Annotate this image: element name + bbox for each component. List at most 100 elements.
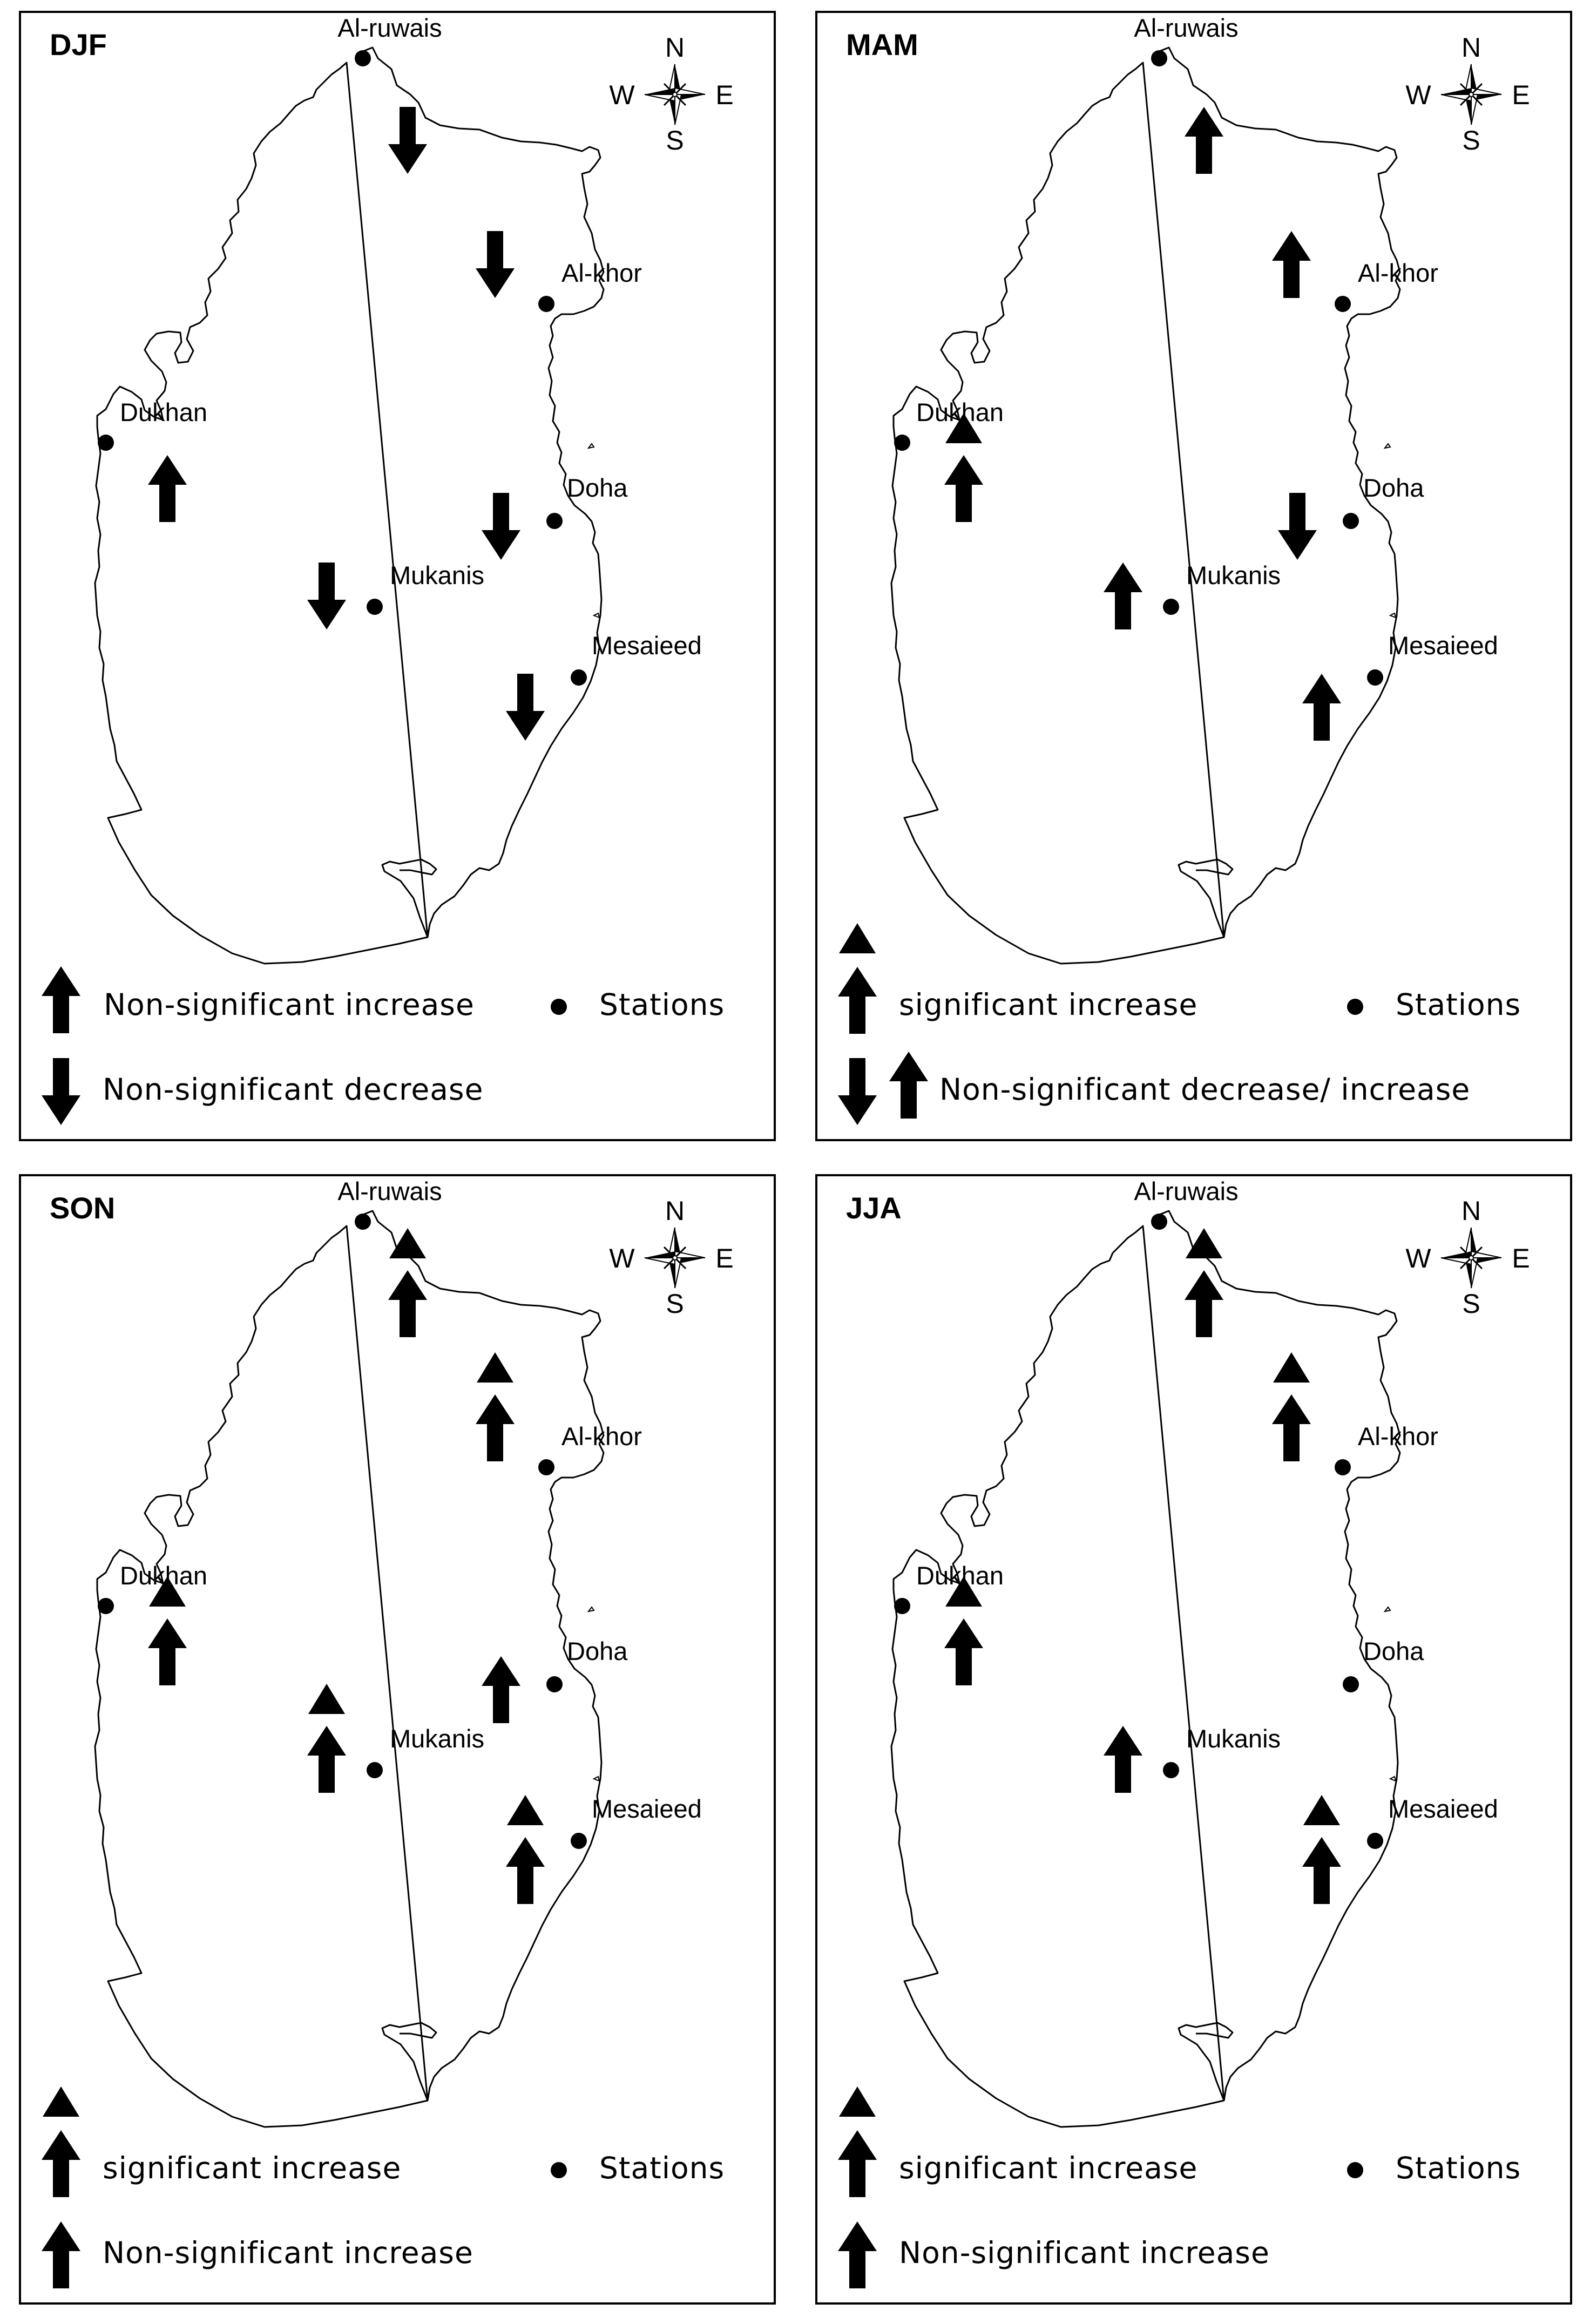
station-dukhan: Dukhan [894, 398, 1004, 522]
panel-frame [815, 1174, 1572, 2305]
trend-up-arrow-icon [944, 1618, 983, 1685]
station-mesaieed: Mesaieed [506, 631, 702, 741]
station-label: Mukanis [1186, 561, 1281, 590]
legend-station-dot [551, 999, 567, 1015]
station-dot [1151, 1214, 1167, 1230]
station-doha: Doha [482, 1637, 628, 1723]
trend-down-arrow-icon [476, 231, 515, 298]
trend-down-arrow-icon [1278, 493, 1317, 560]
station-dot [1151, 50, 1167, 66]
station-al-khor: Al-khor [476, 231, 642, 312]
trend-up-arrow-icon [482, 1656, 520, 1723]
legend-stations-label: Stations [599, 987, 725, 1022]
trend-significance-triangle-icon [477, 1352, 513, 1383]
station-mesaieed: Mesaieed [1302, 631, 1498, 741]
trend-significance-triangle-icon [389, 1228, 426, 1258]
coastal-islets [1383, 1606, 1397, 1782]
station-dot [1163, 599, 1179, 615]
station-label: Mukanis [390, 1724, 484, 1753]
legend-stations-label: Stations [1396, 2151, 1521, 2185]
station-dot [538, 296, 554, 312]
station-dot [1367, 1833, 1383, 1849]
compass-w-label: W [609, 80, 635, 110]
legend-row1-significance-triangle-icon [839, 923, 876, 953]
station-label: Al-khor [1358, 1422, 1438, 1451]
trend-down-arrow-icon [307, 563, 346, 629]
trend-significance-triangle-icon [945, 1576, 982, 1607]
trend-up-arrow-icon [506, 1837, 545, 1904]
station-label: Dukhan [120, 398, 207, 426]
compass-n-label: N [1462, 1196, 1481, 1226]
trend-up-arrow-icon [1302, 1837, 1341, 1904]
trend-up-arrow-icon [476, 1394, 515, 1461]
panel-title: JJA [846, 1191, 902, 1225]
station-label: Al-ruwais [337, 13, 442, 42]
station-label: Al-khor [561, 259, 642, 287]
station-label: Mesaieed [592, 631, 702, 660]
station-dukhan: Dukhan [98, 398, 207, 522]
trend-up-arrow-icon [1185, 107, 1223, 174]
station-label: Al-ruwais [1134, 13, 1238, 42]
trend-down-arrow-icon [506, 674, 545, 741]
station-al-khor: Al-khor [1272, 1352, 1438, 1475]
station-mesaieed: Mesaieed [1302, 1794, 1498, 1904]
coastal-islets [1383, 443, 1397, 619]
station-dot [355, 50, 371, 66]
station-dot [1343, 1676, 1359, 1692]
station-dot [571, 1833, 587, 1849]
legend-stations-label: Stations [599, 2151, 725, 2185]
trend-significance-triangle-icon [1303, 1795, 1340, 1825]
station-mesaieed: Mesaieed [506, 1794, 702, 1904]
legend-row1-label: Non-significant increase [104, 987, 475, 1022]
station-mukanis: Mukanis [307, 561, 484, 629]
station-dot [98, 435, 114, 451]
station-label: Doha [567, 473, 628, 502]
station-label: Mesaieed [592, 1794, 702, 1823]
station-label: Doha [1363, 473, 1424, 502]
panel-frame [19, 11, 776, 1141]
legend-row2-down-arrow-icon [838, 1058, 877, 1125]
panel-title: MAM [846, 28, 918, 62]
compass-w-label: W [1405, 80, 1431, 110]
station-label: Al-ruwais [1134, 1177, 1238, 1205]
station-al-ruwais: Al-ruwais [1134, 1177, 1239, 1337]
compass-s-label: S [666, 125, 684, 155]
station-dot [571, 669, 587, 686]
trend-up-arrow-icon [1302, 674, 1341, 741]
compass-e-label: E [1512, 80, 1530, 110]
station-dot [894, 435, 910, 451]
legend-row2-label: Non-significant increase [899, 2235, 1270, 2270]
station-al-khor: Al-khor [1272, 231, 1438, 312]
legend-row1-up-arrow-icon [838, 2130, 877, 2197]
legend-row2-up-arrow-icon [42, 2221, 80, 2288]
legend-row1-label: significant increase [103, 2151, 401, 2185]
compass-w-label: W [1405, 1243, 1431, 1273]
station-dot [367, 1762, 383, 1778]
legend-row2-label: Non-significant increase [103, 2235, 473, 2270]
station-doha: Doha [1278, 473, 1424, 560]
panel-title: SON [50, 1191, 115, 1225]
legend-row1-label: significant increase [899, 2151, 1197, 2185]
station-label: Mesaieed [1388, 1794, 1498, 1823]
station-label: Al-ruwais [337, 1177, 442, 1205]
trend-down-arrow-icon [388, 107, 427, 174]
legend-row2-down-arrow-icon [42, 1058, 80, 1125]
station-dot [1335, 296, 1351, 312]
trend-significance-triangle-icon [945, 413, 982, 443]
station-doha: Doha [1343, 1637, 1424, 1692]
station-mukanis: Mukanis [1104, 1724, 1281, 1793]
station-label: Al-khor [1358, 259, 1438, 287]
trend-up-arrow-icon [1185, 1270, 1223, 1337]
station-label: Doha [1363, 1637, 1424, 1665]
trend-significance-triangle-icon [149, 1576, 186, 1607]
legend-row2-label: Non-significant decrease/ increase [939, 1072, 1470, 1107]
trend-up-arrow-icon [1272, 1394, 1311, 1461]
trend-significance-triangle-icon [1186, 1228, 1222, 1258]
coastal-islets [587, 443, 600, 619]
station-dot [546, 1676, 563, 1692]
trend-up-arrow-icon [944, 455, 983, 522]
